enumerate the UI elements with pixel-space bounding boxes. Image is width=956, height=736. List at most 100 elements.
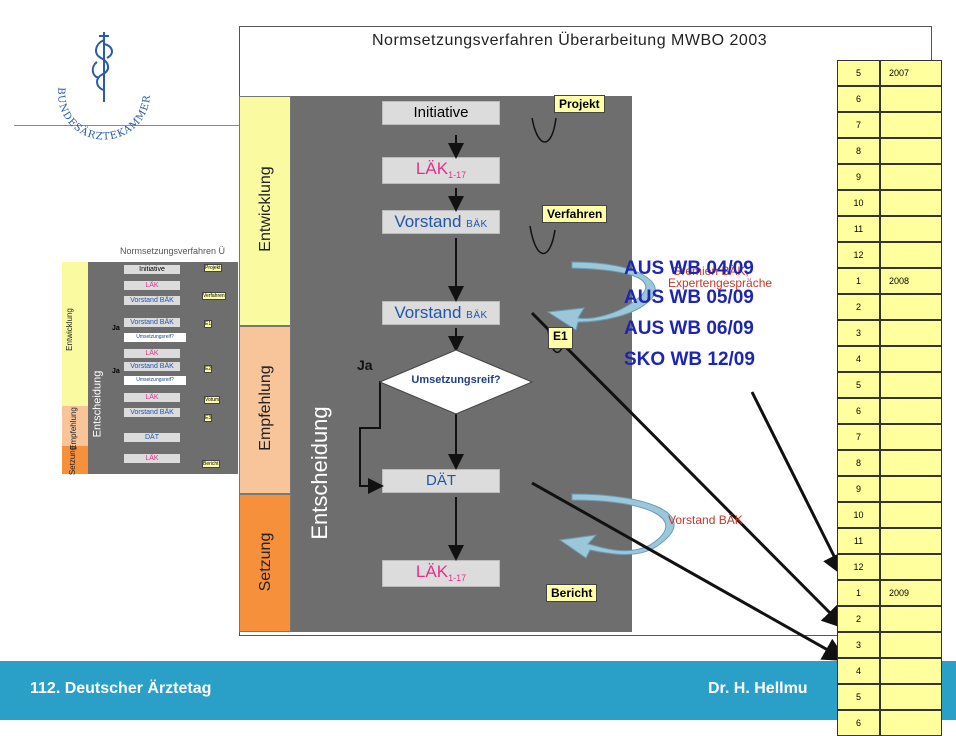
timeline-month: 10 — [837, 502, 880, 528]
small-band-entwicklung — [62, 262, 88, 406]
timeline-row: 3 — [837, 632, 942, 658]
timeline-year: 2007 — [880, 60, 942, 86]
timeline-year — [880, 424, 942, 450]
wb-item-3: AUS WB 06/09 — [624, 318, 754, 339]
node-vorstand-2-label: Vorstand — [394, 303, 462, 322]
timeline-month: 5 — [837, 372, 880, 398]
timeline-year — [880, 632, 942, 658]
timeline-year — [880, 164, 942, 190]
node-laek-1-label: LÄK — [415, 159, 449, 178]
timeline-row: 12 — [837, 242, 942, 268]
small-note-4: E2 — [204, 365, 213, 373]
timeline-month: 6 — [837, 398, 880, 424]
footer-event: 112. Deutscher Ärztetag — [30, 680, 212, 697]
timeline-row: 6 — [837, 710, 942, 736]
timeline-month: 5 — [837, 60, 880, 86]
timeline-year — [880, 138, 942, 164]
bundesaerztekammer-logo: BUNDESÄRZTEKAMMER — [55, 32, 152, 140]
timeline-row: 6 — [837, 86, 942, 112]
timeline-row: 12 — [837, 554, 942, 580]
timeline-year — [880, 450, 942, 476]
small-node-3: Vorstand BÄK — [124, 296, 180, 305]
timeline-year — [880, 294, 942, 320]
small-node-1: Initiative — [124, 265, 180, 274]
small-note-3: E1 — [204, 320, 213, 328]
diagram-connectors — [359, 117, 848, 661]
timeline-row: 4 — [837, 658, 942, 684]
timeline-month: 11 — [837, 216, 880, 242]
timeline-year — [880, 684, 942, 710]
timeline-year: 2009 — [880, 580, 942, 606]
timeline-year — [880, 320, 942, 346]
timeline-year: 2008 — [880, 268, 942, 294]
timeline-month: 5 — [837, 684, 880, 710]
node-daet-label: DÄT — [426, 472, 456, 489]
small-node-6: LÄK — [124, 349, 180, 358]
wb-item-1: AUS WB 04/09 — [624, 258, 754, 279]
band-setzung: Setzung — [239, 494, 291, 632]
small-note-1: Projekt — [204, 264, 222, 272]
node-vorstand-2: Vorstand BÄK — [382, 301, 500, 325]
node-vorstand-1-label: Vorstand — [394, 212, 462, 231]
timeline-row: 8 — [837, 138, 942, 164]
timeline-month: 7 — [837, 112, 880, 138]
timeline-month: 4 — [837, 346, 880, 372]
band-empfehlung: Empfehlung — [239, 326, 291, 494]
timeline-month: 6 — [837, 86, 880, 112]
timeline-year — [880, 476, 942, 502]
footer-bar — [0, 661, 956, 720]
small-note-7: Bericht — [202, 460, 220, 468]
footer-author: Dr. H. Hellmu — [708, 680, 808, 697]
timeline-row: 3 — [837, 320, 942, 346]
timeline-row: 2 — [837, 294, 942, 320]
node-laek-1: LÄK1-17 — [382, 157, 500, 184]
node-vorstand-2-baek: BÄK — [466, 310, 488, 321]
note-gremien: Gremien BÄK, — [672, 264, 749, 278]
timeline-month: 1 — [837, 268, 880, 294]
timeline-row: 5 — [837, 684, 942, 710]
small-band-empfehlung — [62, 406, 88, 446]
wb-item-4: SKO WB 12/09 — [624, 349, 755, 370]
timeline-row: 9 — [837, 164, 942, 190]
small-node-7: Vorstand BÄK — [124, 362, 180, 371]
timeline-year — [880, 606, 942, 632]
small-node-11: DÄT — [124, 433, 180, 442]
note-e1: E1 — [548, 327, 573, 349]
timeline-year — [880, 554, 942, 580]
timeline-year — [880, 242, 942, 268]
timeline-row: 10 — [837, 502, 942, 528]
small-label-entscheidung: Entscheidung — [91, 370, 104, 438]
small-note-6: E3 — [204, 414, 213, 422]
timeline-year — [880, 658, 942, 684]
timeline-year — [880, 112, 942, 138]
wb-item-2: AUS WB 05/09 — [624, 287, 754, 308]
node-initiative-label: Initiative — [413, 104, 469, 121]
small-note-5: Votum — [204, 396, 221, 404]
timeline-month: 9 — [837, 476, 880, 502]
small-node-12: LÄK — [124, 454, 180, 463]
timeline-row: 5 — [837, 372, 942, 398]
timeline-row: 7 — [837, 112, 942, 138]
note-vorstand-baek: Vorstand BÄK — [668, 513, 743, 527]
small-node-9: LÄK — [124, 393, 180, 402]
timeline-row: 2 — [837, 606, 942, 632]
timeline-month: 8 — [837, 138, 880, 164]
node-laek-2-label: LÄK — [415, 562, 449, 581]
timeline-month: 3 — [837, 632, 880, 658]
node-vorstand-1-baek: BÄK — [466, 219, 488, 230]
timeline-year — [880, 190, 942, 216]
node-initiative: Initiative — [382, 101, 500, 125]
timeline-month: 11 — [837, 528, 880, 554]
timeline-month: 7 — [837, 424, 880, 450]
small-node-4: Vorstand BÄK — [124, 318, 180, 327]
note-experten: Expertengespräche — [668, 276, 773, 290]
timeline-year — [880, 372, 942, 398]
decision-diamond — [378, 349, 534, 415]
timeline-month: 6 — [837, 710, 880, 736]
ja-label: Ja — [357, 357, 373, 373]
timeline-month: 12 — [837, 242, 880, 268]
small-node-2: LÄK — [124, 281, 180, 290]
timeline-month: 1 — [837, 580, 880, 606]
